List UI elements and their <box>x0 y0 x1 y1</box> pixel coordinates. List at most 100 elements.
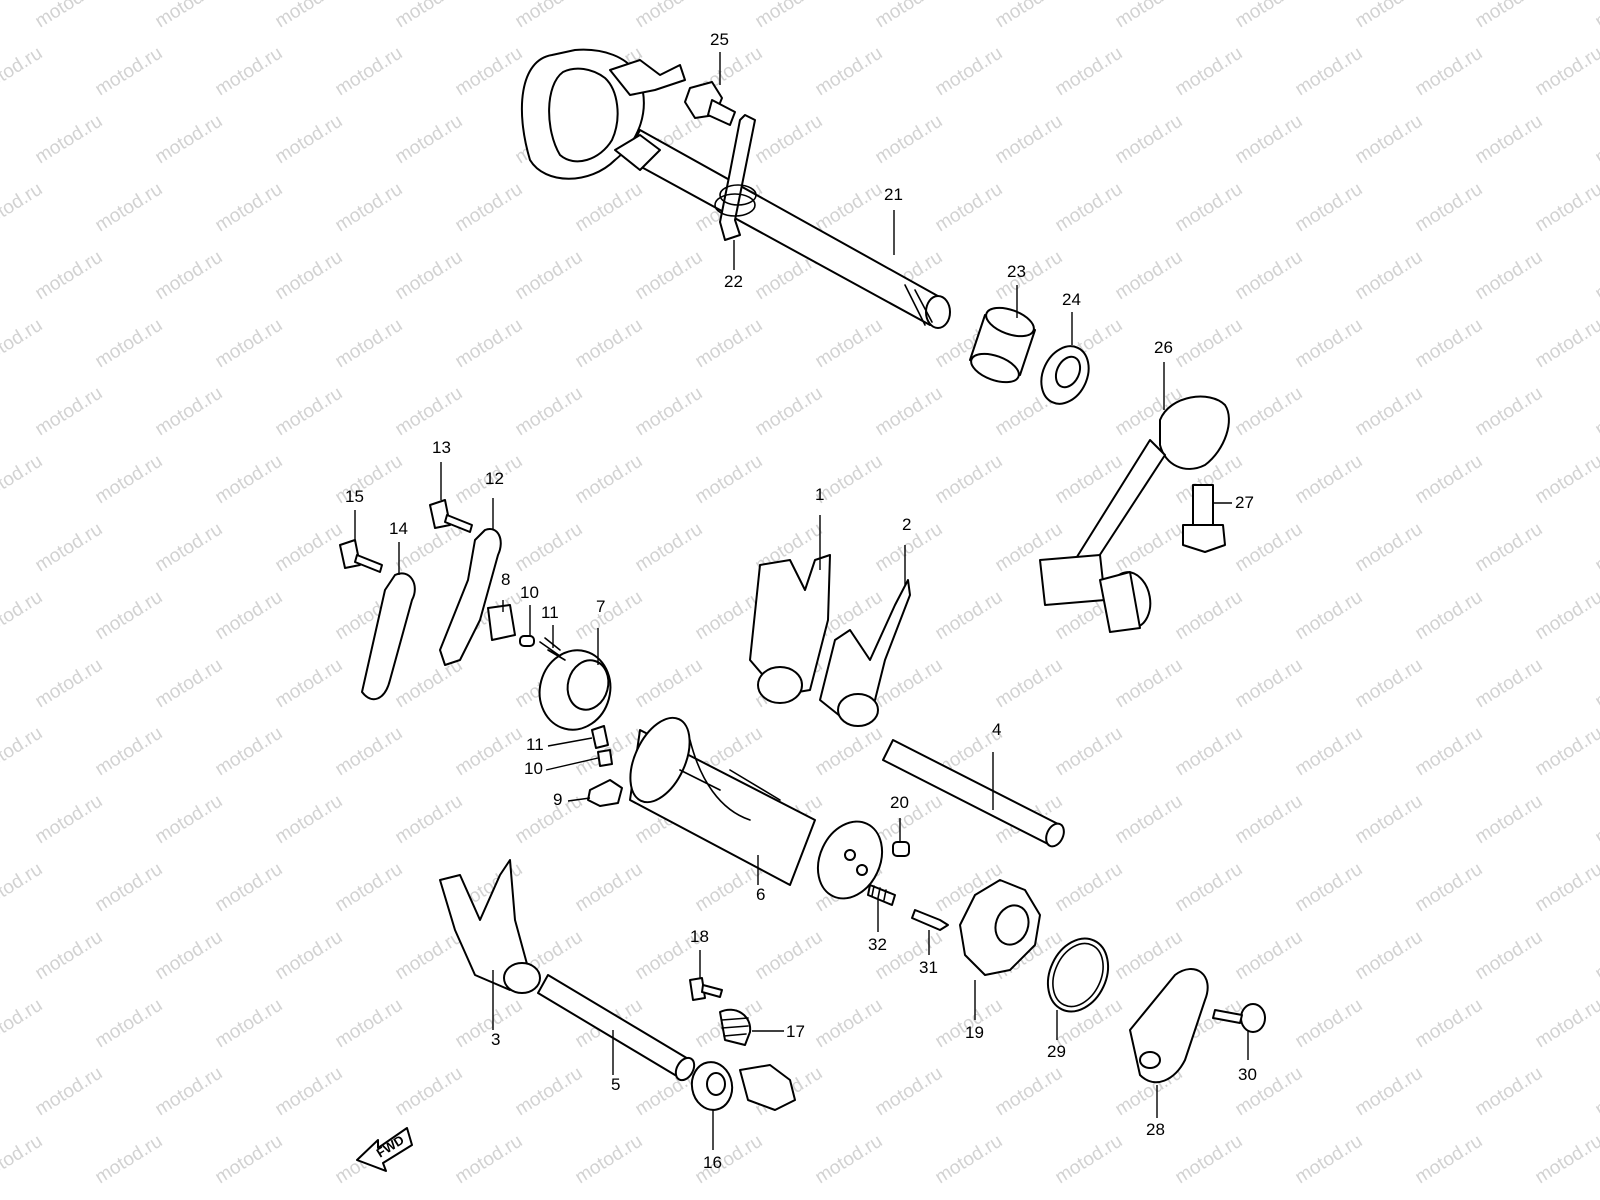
part-number-label: 5 <box>611 1075 620 1094</box>
watermark-text: motod.ru <box>152 383 227 441</box>
watermark-text: motod.ru <box>1472 111 1547 169</box>
watermark-text: motod.ru <box>1052 723 1127 781</box>
part-number-label: 23 <box>1007 262 1026 281</box>
watermark-text: motod.ru <box>32 383 107 441</box>
part-number-label: 8 <box>501 570 510 589</box>
watermark-text: motod.ru <box>212 995 287 1053</box>
part-number-label: 26 <box>1154 338 1173 357</box>
part-number-label: 6 <box>756 885 765 904</box>
watermark-text: motod.ru <box>272 247 347 305</box>
watermark-text: motod.ru <box>872 111 947 169</box>
watermark-text: motod.ru <box>992 1063 1067 1121</box>
stopper-plate-14-part <box>361 572 416 701</box>
watermark-text: motod.ru <box>812 1131 887 1189</box>
watermark-text: motod.ru <box>1292 859 1367 917</box>
pins-springs-part <box>519 635 613 767</box>
watermark-text: motod.ru <box>212 1131 287 1189</box>
watermark-text: motod.ru <box>392 383 467 441</box>
callout-p20: 20 <box>890 793 909 842</box>
watermark-text: motod.ru <box>632 383 707 441</box>
callout-p9: 9 <box>553 790 591 809</box>
shift-shaft-assembly <box>520 48 951 329</box>
watermark-text: motod.ru <box>392 0 467 32</box>
part-number-label: 28 <box>1146 1120 1165 1139</box>
watermark-text: motod.ru <box>92 179 167 237</box>
watermark-text: motod.ru <box>212 179 287 237</box>
callout-p11b: 11 <box>526 735 593 754</box>
part-number-label: 11 <box>526 735 544 754</box>
callout-p23: 23 <box>1007 262 1026 318</box>
watermark-text: motod.ru <box>392 655 467 713</box>
callout-p25: 25 <box>710 30 729 85</box>
watermark-text: motod.ru <box>872 383 947 441</box>
spring-17-part <box>719 1008 752 1046</box>
part-number-label: 3 <box>491 1030 500 1049</box>
oil-seal-part <box>1040 345 1090 405</box>
watermark-text: motod.ru <box>1532 179 1600 237</box>
watermark-text: motod.ru <box>1172 723 1247 781</box>
watermark-text: motod.ru <box>992 247 1067 305</box>
watermark-text: motod.ru <box>1532 43 1600 101</box>
callout-p14: 14 <box>389 519 408 575</box>
screw-13-part <box>429 499 473 533</box>
fork-shaft-4-part <box>882 739 1065 848</box>
watermark-text: motod.ru <box>452 723 527 781</box>
watermark-text: motod.ru <box>92 451 167 509</box>
callout-p27: 27 <box>1213 493 1254 512</box>
callout-p11a: 11 <box>541 603 559 648</box>
watermark-text: motod.ru <box>632 655 707 713</box>
callout-p5: 5 <box>611 1030 620 1094</box>
watermark-text: motod.ru <box>752 0 827 32</box>
watermark-text: motod.ru <box>1292 179 1367 237</box>
callout-p1: 1 <box>815 485 824 570</box>
watermark-text: motod.ru <box>1232 655 1307 713</box>
watermark-text: motod.ru <box>152 519 227 577</box>
watermark-text: motod.ru <box>1592 247 1600 305</box>
watermark-text: motod.ru <box>1052 859 1127 917</box>
forward-direction-arrow: FWD <box>356 1127 413 1172</box>
watermark-text: motod.ru <box>1112 0 1187 32</box>
watermark-text: motod.ru <box>332 995 407 1053</box>
watermark-text: motod.ru <box>92 587 167 645</box>
watermark-text: motod.ru <box>1532 723 1600 781</box>
watermark-text: motod.ru <box>32 111 107 169</box>
watermark-text: motod.ru <box>1352 519 1427 577</box>
shift-fork-3-part <box>439 859 541 994</box>
watermark-text: motod.ru <box>932 1131 1007 1189</box>
watermark-text: motod.ru <box>392 791 467 849</box>
callout-p19: 19 <box>965 980 984 1042</box>
watermark-text: motod.ru <box>32 1063 107 1121</box>
watermark-text: motod.ru <box>1592 111 1600 169</box>
watermark-text: motod.ru <box>0 451 46 509</box>
callout-p17: 17 <box>752 1022 805 1041</box>
watermark-text: motod.ru <box>0 179 46 237</box>
cam-guide-8-part <box>487 604 516 641</box>
watermark-text: motod.ru <box>1352 927 1427 985</box>
watermark-text: motod.ru <box>1412 451 1487 509</box>
leader-line <box>567 797 591 802</box>
watermark-text: motod.ru <box>0 859 46 917</box>
watermark-text: motod.ru <box>1412 995 1487 1053</box>
part-number-label: 30 <box>1238 1065 1257 1084</box>
callout-p8: 8 <box>501 570 510 612</box>
watermark-text: motod.ru <box>1112 519 1187 577</box>
watermark-text: motod.ru <box>812 43 887 101</box>
callout-p22: 22 <box>724 240 743 291</box>
part-number-label: 10 <box>520 583 539 602</box>
watermark-text: motod.ru <box>1472 791 1547 849</box>
gear-cam-19-part <box>959 879 1041 976</box>
watermark-text: motod.ru <box>272 383 347 441</box>
watermark-text: motod.ru <box>1292 451 1367 509</box>
watermark-text: motod.ru <box>92 43 167 101</box>
watermark-text: motod.ru <box>32 519 107 577</box>
leader-line <box>545 757 599 771</box>
watermark-text: motod.ru <box>152 927 227 985</box>
watermark-text: motod.ru <box>272 791 347 849</box>
watermark-text: motod.ru <box>1472 927 1547 985</box>
fork-shaft-5-part <box>537 974 696 1082</box>
part-number-label: 14 <box>389 519 408 538</box>
watermark-text: motod.ru <box>212 859 287 917</box>
watermark-text: motod.ru <box>1472 519 1547 577</box>
part-number-label: 2 <box>902 515 911 534</box>
